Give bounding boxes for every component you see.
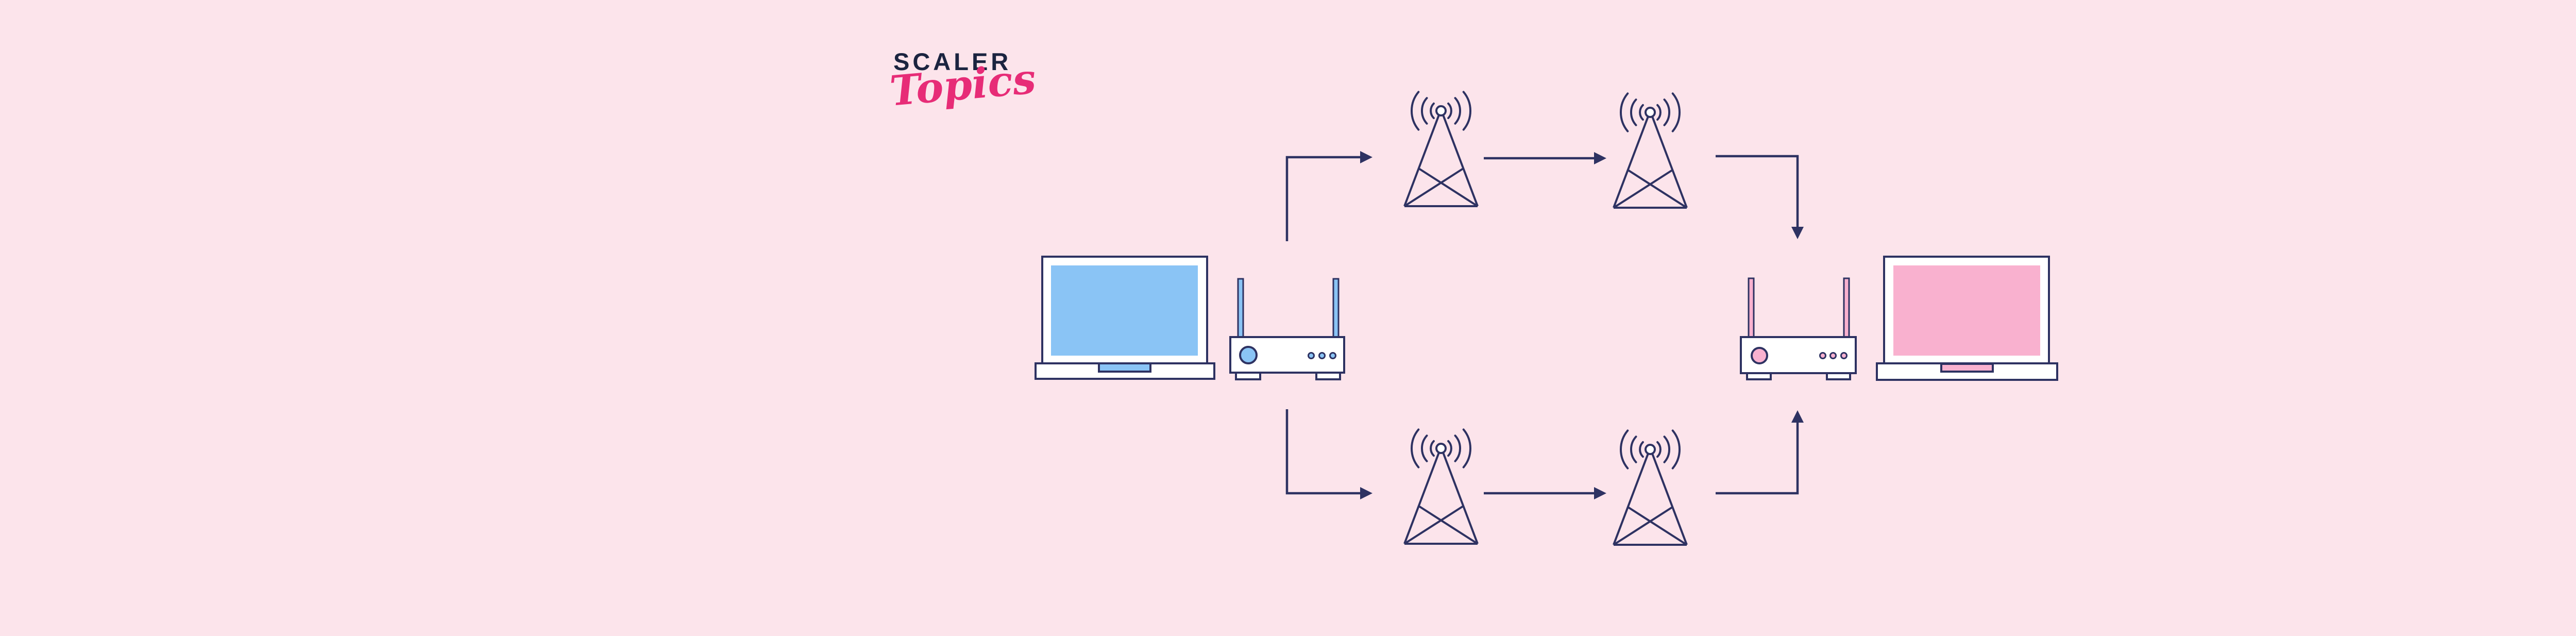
- arrow-tower-bottom-1-to-tower-bottom-2: [1484, 487, 1606, 499]
- arrow-tower-bottom-2-to-router-right: [1716, 410, 1804, 495]
- logo-brand-text: SCALER: [893, 48, 1012, 75]
- router-right-led-3: [1840, 352, 1848, 359]
- router-right-icon: [1740, 277, 1857, 380]
- arrow-router-left-to-tower-bottom-1: [1285, 409, 1372, 499]
- router-right-led-1: [1819, 352, 1826, 359]
- router-left-led-1: [1308, 352, 1315, 359]
- arrowhead-down-icon: [1791, 227, 1804, 239]
- router-right-antenna-2: [1843, 277, 1850, 339]
- arrow-router-left-to-tower-top-1: [1285, 151, 1372, 241]
- router-left-led-3: [1329, 352, 1336, 359]
- laptop-left-icon: [1035, 256, 1215, 380]
- laptop-right-icon: [1876, 256, 2058, 381]
- router-right-power-light: [1751, 347, 1768, 364]
- scaler-topics-logo: SCALER Topics: [888, 48, 1048, 115]
- router-right-antenna-1: [1748, 277, 1755, 339]
- router-left-power-light: [1239, 346, 1258, 364]
- radio-tower-top-1-icon: [1403, 91, 1479, 207]
- radio-tower-bottom-1-icon: [1403, 428, 1479, 545]
- router-left-icon: [1229, 278, 1345, 380]
- arrowhead-right-icon: [1360, 487, 1372, 499]
- radio-tower-bottom-2-icon: [1613, 429, 1688, 546]
- router-left-antenna-2: [1332, 278, 1340, 339]
- laptop-right-notch: [1940, 363, 1994, 373]
- arrowhead-up-icon: [1791, 410, 1804, 423]
- laptop-left-screen: [1051, 265, 1198, 356]
- laptop-right-screen: [1893, 265, 2040, 356]
- arrow-tower-top-1-to-tower-top-2: [1484, 152, 1606, 164]
- laptop-left-notch: [1098, 362, 1151, 373]
- router-left-antenna-1: [1237, 278, 1244, 339]
- radio-tower-top-2-icon: [1613, 92, 1688, 209]
- router-left-led-2: [1318, 352, 1326, 359]
- arrowhead-right-icon: [1594, 487, 1606, 499]
- arrowhead-right-icon: [1594, 152, 1606, 164]
- router-right-led-2: [1829, 352, 1837, 359]
- arrow-tower-top-2-to-router-right: [1716, 155, 1804, 239]
- arrowhead-right-icon: [1360, 151, 1372, 163]
